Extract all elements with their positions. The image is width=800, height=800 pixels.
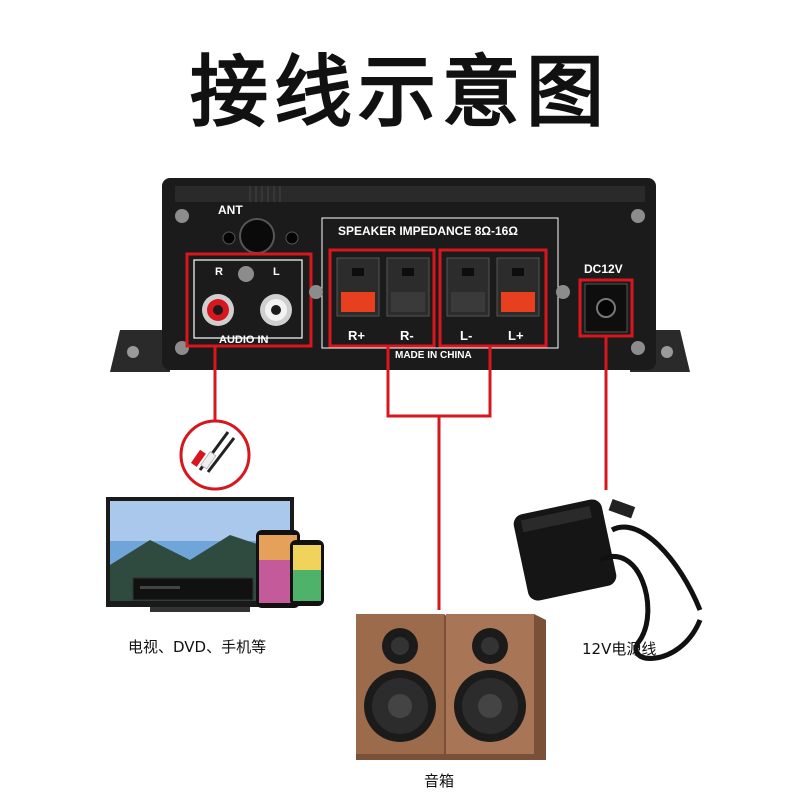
speakers-caption: 音箱 [424,772,455,790]
power-adapter-icon [513,498,703,661]
screw-icon [238,266,254,282]
power-caption: 12V电源线 [582,640,657,658]
speaker-terminal-rminus [386,257,430,317]
speaker-terminal-lplus [496,257,540,317]
dc-label: DC12V [584,262,623,276]
channel-r-label: R [215,266,223,278]
audio-in-label: AUDIO IN [219,334,269,346]
terminal-label: R- [400,328,414,343]
rca-cable-icon [190,431,236,473]
speaker-terminal-lminus [446,257,490,317]
screw-icon [556,285,570,299]
flange-screw-left [127,346,139,358]
amp-left-flange [110,330,170,372]
dvd-player-icon [132,577,254,601]
audio-in-highlight [185,252,313,348]
wiring-lines [213,336,608,610]
screw-icon [309,285,323,299]
antenna-connector [239,218,275,254]
dc-jack-socket [596,298,616,318]
terminal-label: L- [460,328,472,343]
speaker-icon-right [446,614,546,760]
left-channel-highlight [438,248,548,348]
channel-l-label: L [273,266,280,278]
ant-hole [222,231,236,245]
audio-in-panel [193,259,303,339]
amp-fins [249,186,281,202]
phone-icon [290,540,324,606]
speaker-terminal-rplus [336,257,380,317]
screw-icon [175,209,189,223]
amp-top-edge [175,186,645,202]
speaker-impedance-label: SPEAKER IMPEDANCE 8Ω-16Ω [338,224,518,238]
right-channel-highlight [328,248,436,348]
screw-icon [631,209,645,223]
terminal-label: R+ [348,328,365,343]
made-in-label: MADE IN CHINA [395,350,472,361]
speaker-panel-frame [321,217,559,349]
terminal-label: L+ [508,328,524,343]
ant-hole [285,231,299,245]
screw-icon [631,341,645,355]
speaker-icon-left [356,614,452,760]
sources-caption: 电视、DVD、手机等 [128,638,267,656]
page-title: 接线示意图 [189,48,610,138]
ant-label: ANT [218,203,243,217]
flange-screw-right [661,346,673,358]
